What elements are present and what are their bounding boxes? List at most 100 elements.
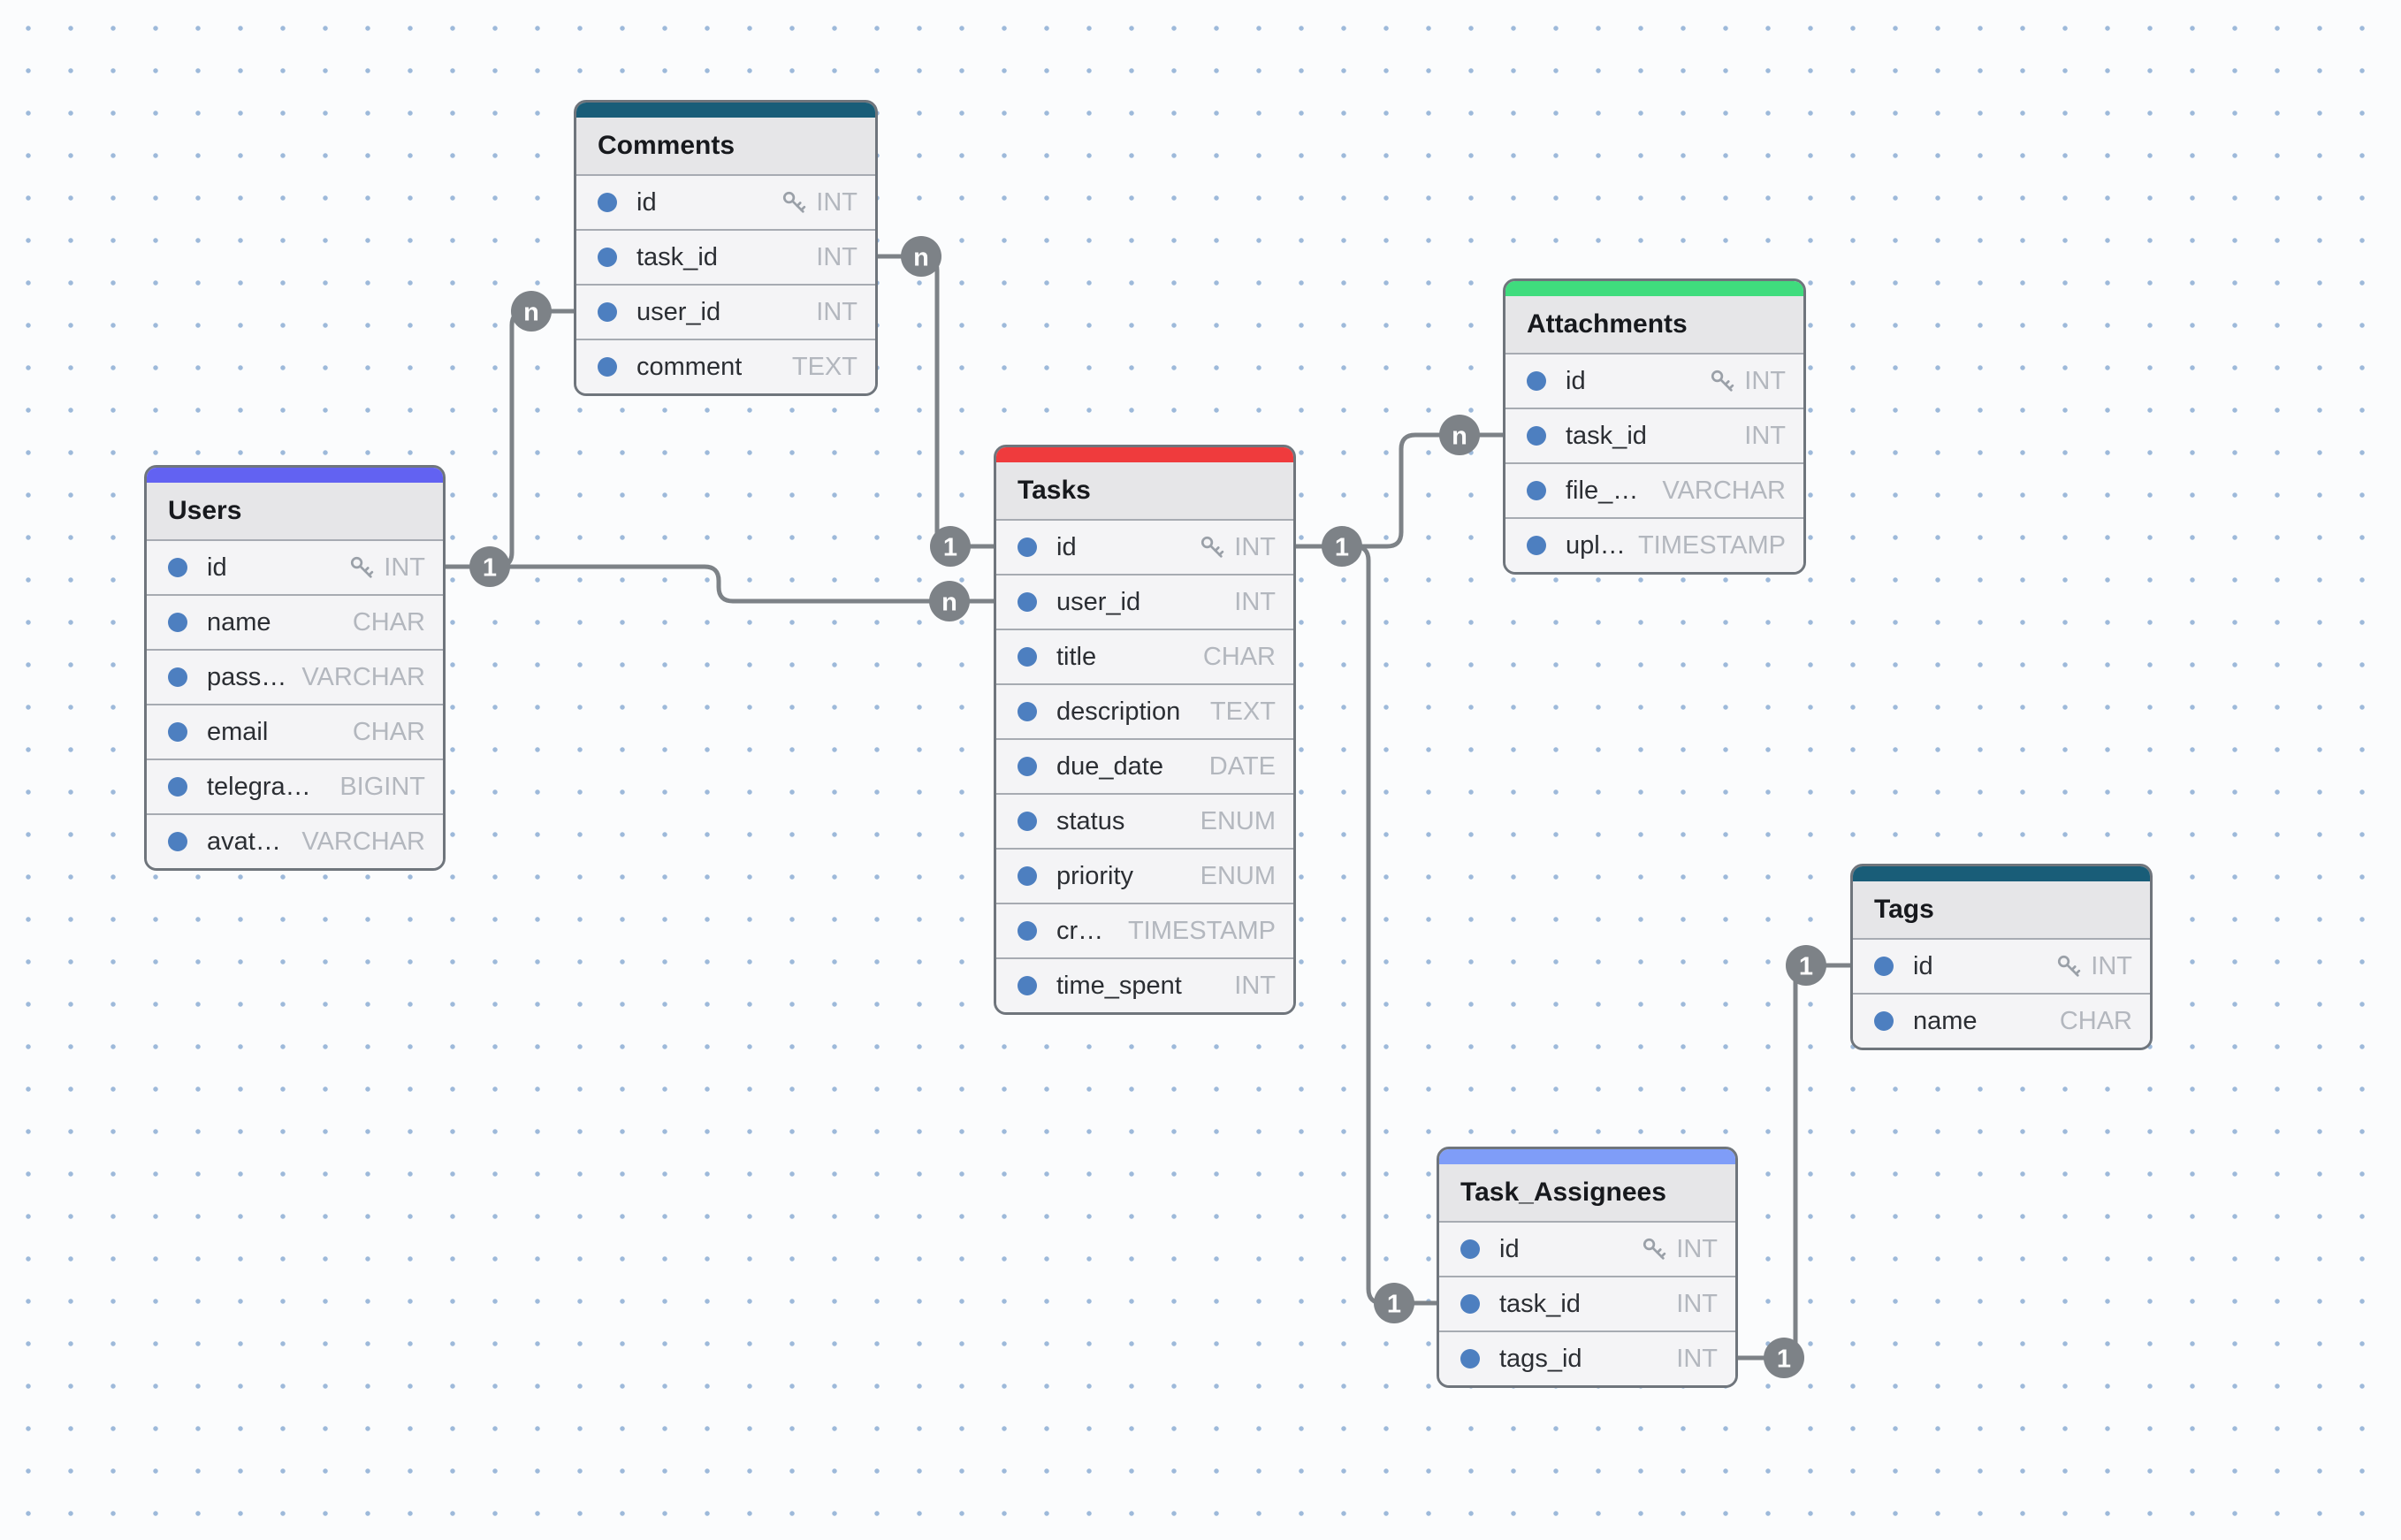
table-accent-bar: [996, 447, 1293, 462]
field-row-status[interactable]: status ENUM: [996, 793, 1293, 848]
field-dot-icon: [598, 248, 617, 267]
relationship-comments-task_id-to-tasks-id[interactable]: [878, 254, 994, 549]
field-type-text: TEXT: [791, 352, 858, 381]
field-row-id[interactable]: id INT: [576, 174, 875, 229]
field-type: VARCHAR: [1651, 476, 1786, 506]
cardinality-badge-label: n: [1452, 422, 1467, 450]
field-row-id[interactable]: id INT: [1853, 938, 2150, 993]
relationship-users-id-to-tasks-user_id[interactable]: [446, 564, 994, 604]
field-row-user_id[interactable]: user_id INT: [996, 574, 1293, 629]
field-name: title: [1056, 642, 1097, 671]
field-type-text: BIGINT: [339, 772, 425, 801]
table-tasks[interactable]: Tasks id INT user_id: [994, 445, 1296, 1015]
field-row-comment[interactable]: comment TEXT: [576, 339, 875, 393]
field-type-text: DATE: [1208, 751, 1276, 781]
field-row-id[interactable]: id INT: [1439, 1221, 1735, 1276]
field-type: VARCHAR: [291, 827, 425, 857]
table-comments[interactable]: Comments id INT task_id: [574, 100, 878, 396]
field-type: INT: [1630, 1235, 1718, 1264]
field-row-id[interactable]: id INT: [1505, 353, 1803, 408]
field-row-due_date[interactable]: due_date DATE: [996, 738, 1293, 793]
field-row-name[interactable]: name CHAR: [1853, 993, 2150, 1048]
field-dot-icon: [1874, 957, 1894, 976]
relationship-users-id-to-comments-user_id[interactable]: [446, 309, 574, 569]
field-type: CHAR: [1193, 643, 1276, 672]
field-row-id[interactable]: id INT: [996, 519, 1293, 574]
field-dot-icon: [1018, 592, 1037, 612]
field-name: user_id: [636, 297, 721, 326]
field-dot-icon: [1018, 976, 1037, 995]
table-fields: id INT name: [1853, 938, 2150, 1048]
field-type: TIMESTAMP: [1627, 531, 1786, 560]
field-type: CHAR: [2049, 1007, 2132, 1036]
field-name: name: [207, 607, 271, 637]
table-title: Task_Assignees: [1439, 1164, 1735, 1221]
cardinality-badge-circle: [1374, 1283, 1414, 1323]
field-dot-icon: [1018, 812, 1037, 831]
field-type: INT: [1734, 422, 1786, 451]
field-name: user_id: [1056, 587, 1141, 616]
field-type-text: INT: [384, 553, 425, 582]
field-name: time_spent: [1056, 971, 1182, 1000]
field-name: task_id: [1566, 421, 1647, 450]
relationship-tasks-id-to-task_assignees-task_id[interactable]: [1296, 544, 1437, 1306]
field-dot-icon: [1460, 1294, 1480, 1314]
cardinality-badge-label: 1: [943, 533, 957, 561]
field-row-upload[interactable]: upload... TIMESTAMP: [1505, 517, 1803, 572]
table-users[interactable]: Users id INT name: [144, 465, 446, 871]
field-dot-icon: [1527, 481, 1546, 500]
field-type: ENUM: [1190, 862, 1276, 891]
field-type: DATE: [1199, 752, 1276, 781]
primary-key-icon: [783, 191, 806, 213]
field-row-password[interactable]: password VARCHAR: [147, 649, 443, 704]
cardinality-badge-circle: [901, 236, 941, 277]
field-name: id: [636, 187, 657, 217]
field-type-text: TIMESTAMP: [1637, 530, 1786, 560]
field-type: TEXT: [781, 353, 858, 382]
cardinality-badge: 1: [1322, 526, 1362, 567]
field-name: password: [207, 662, 292, 691]
cardinality-badge-label: n: [941, 588, 957, 616]
field-row-tags_id[interactable]: tags_id INT: [1439, 1330, 1735, 1385]
field-dot-icon: [1460, 1349, 1480, 1368]
field-dot-icon: [168, 613, 187, 632]
field-row-avatar_pa[interactable]: avatar_pa... VARCHAR: [147, 813, 443, 868]
field-name: avatar_pa...: [207, 827, 292, 856]
table-attachments[interactable]: Attachments id INT task_id: [1503, 278, 1806, 575]
field-row-file_path[interactable]: file_path VARCHAR: [1505, 462, 1803, 517]
field-row-name[interactable]: name CHAR: [147, 594, 443, 649]
field-type: BIGINT: [329, 773, 425, 802]
cardinality-badge-label: 1: [1799, 952, 1813, 980]
table-tags[interactable]: Tags id INT name: [1850, 864, 2153, 1050]
field-row-time_spent[interactable]: time_spent INT: [996, 957, 1293, 1012]
field-name: upload...: [1566, 530, 1627, 560]
field-row-description[interactable]: description TEXT: [996, 683, 1293, 738]
field-type: INT: [2045, 952, 2132, 981]
field-type: INT: [1665, 1345, 1718, 1374]
field-row-email[interactable]: email CHAR: [147, 704, 443, 759]
field-type: INT: [1223, 972, 1276, 1001]
field-type-text: VARCHAR: [1662, 476, 1786, 505]
field-row-telegram_id[interactable]: telegram_id BIGINT: [147, 759, 443, 813]
relationship-tasks-id-to-attachments-task_id[interactable]: [1296, 432, 1503, 549]
field-dot-icon: [598, 193, 617, 212]
cardinality-badge-label: 1: [1387, 1290, 1401, 1318]
field-type: INT: [805, 298, 858, 327]
table-fields: id INT task_id: [1439, 1221, 1735, 1385]
field-dot-icon: [598, 302, 617, 322]
field-row-task_id[interactable]: task_id INT: [1505, 408, 1803, 462]
field-row-task_id[interactable]: task_id INT: [576, 229, 875, 284]
field-row-created[interactable]: created... TIMESTAMP: [996, 903, 1293, 957]
relationship-tags-id-to-task_assignees-tags_id[interactable]: [1738, 963, 1850, 1361]
table-fields: id INT user_id: [996, 519, 1293, 1012]
field-row-id[interactable]: id INT: [147, 539, 443, 594]
field-type-text: INT: [1744, 421, 1786, 450]
field-row-task_id[interactable]: task_id INT: [1439, 1276, 1735, 1330]
table-task_assignees[interactable]: Task_Assignees id INT task_id: [1437, 1147, 1738, 1388]
field-name: id: [1499, 1234, 1520, 1263]
field-row-title[interactable]: title CHAR: [996, 629, 1293, 683]
field-row-user_id[interactable]: user_id INT: [576, 284, 875, 339]
table-fields: id INT name: [147, 539, 443, 868]
cardinality-badge: n: [511, 291, 552, 332]
field-row-priority[interactable]: priority ENUM: [996, 848, 1293, 903]
